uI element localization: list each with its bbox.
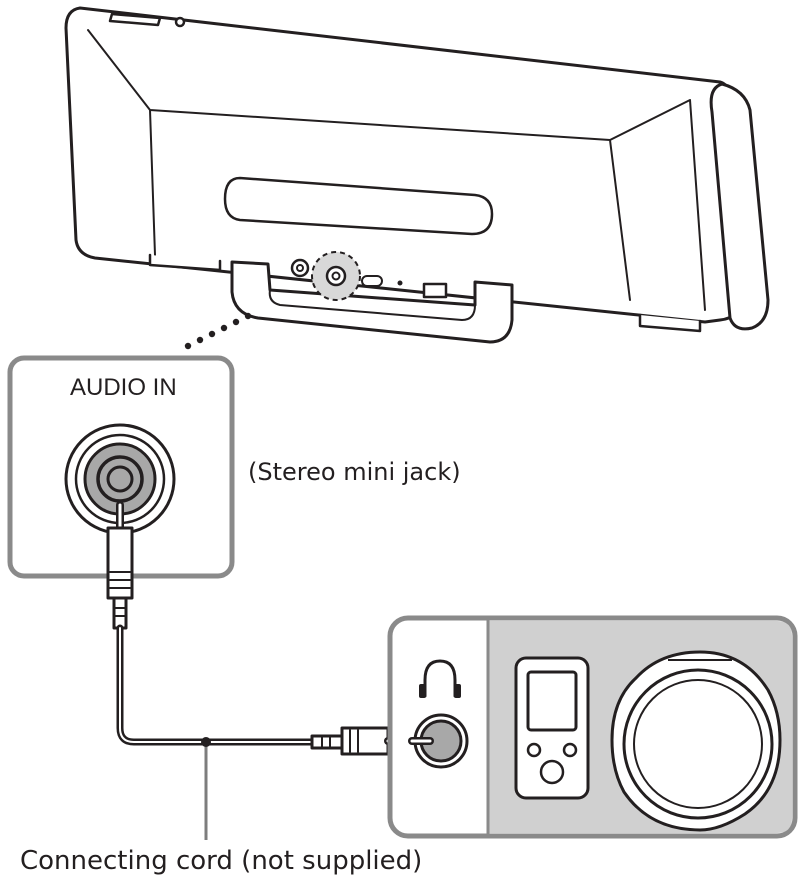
cord-label: Connecting cord (not supplied)	[20, 846, 422, 876]
portable-cd-player	[612, 652, 780, 830]
audio-in-label: AUDIO IN	[70, 374, 177, 401]
cord-cable	[120, 628, 312, 742]
player-dial	[541, 761, 563, 783]
player-screen	[528, 672, 576, 730]
rear-switch	[362, 276, 382, 286]
rear-usb-port	[424, 284, 446, 297]
player-button-left	[528, 744, 540, 756]
rear-audio-in-highlight	[312, 252, 360, 300]
cord-plug-bottom-body	[342, 728, 388, 754]
jack-type-label: (Stereo mini jack)	[248, 458, 461, 486]
player-button-right	[564, 744, 576, 756]
cord-plug-bottom-boot	[312, 736, 342, 748]
digital-music-player	[516, 658, 588, 798]
cord-plug-top-boot	[114, 598, 126, 628]
speaker-unit	[66, 8, 768, 342]
cord-leader-dot	[201, 737, 211, 747]
rear-indicator	[398, 281, 402, 285]
speaker-body	[66, 8, 738, 322]
rear-dc-jack-inner	[297, 265, 303, 271]
rear-audio-in-jack	[327, 267, 345, 285]
callout-dots	[185, 313, 251, 349]
speaker-top-sensor	[176, 18, 184, 26]
cd-lid	[624, 670, 772, 818]
